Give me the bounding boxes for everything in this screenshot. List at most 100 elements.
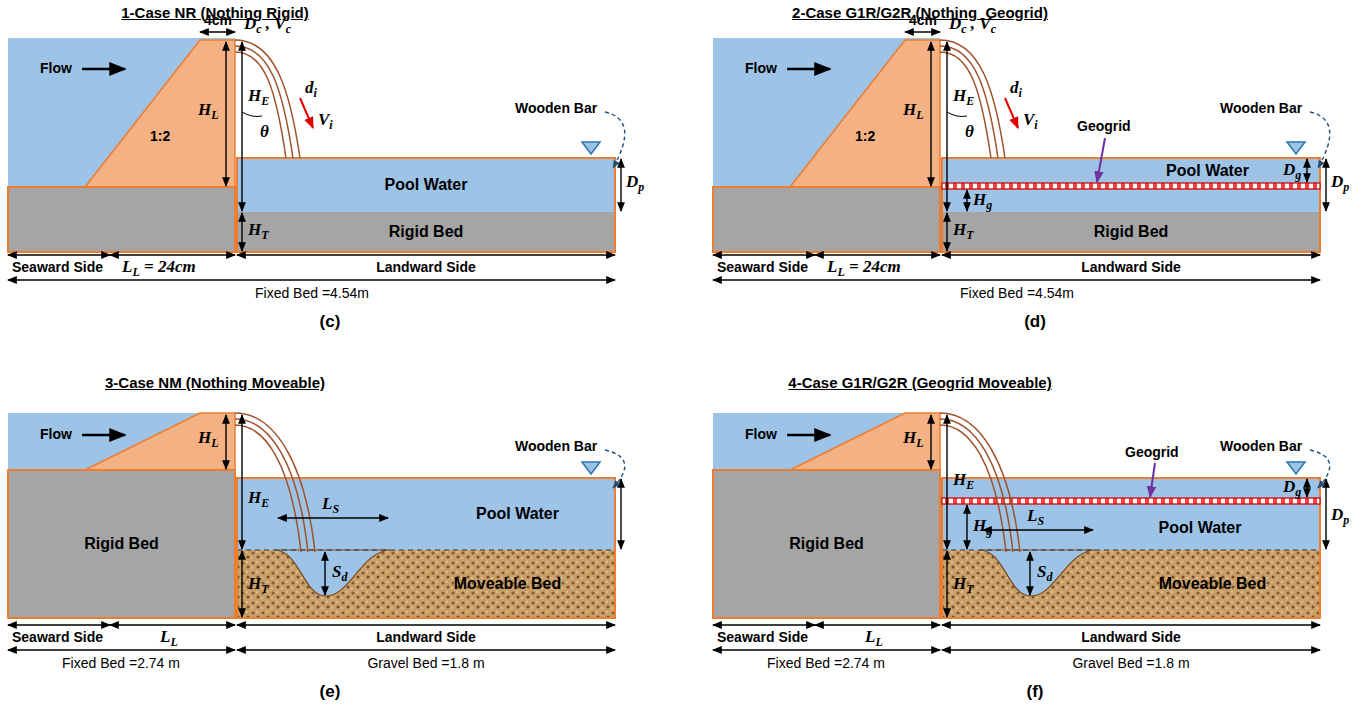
dimension-symbol: di — [1010, 78, 1022, 101]
dimension-symbol: HL — [903, 428, 924, 451]
dimension-symbol: LL = 24cm — [122, 257, 196, 280]
flow-arrow — [787, 68, 830, 71]
dimension-symbol: HE — [248, 488, 269, 511]
subfigure-caption: (d) — [1024, 312, 1046, 332]
rigid-bed — [237, 212, 615, 252]
scour-hole — [980, 550, 1095, 596]
dimension-arrow — [110, 254, 235, 255]
panel-title: 4-Case G1R/G2R (Geogrid Moveable) — [788, 374, 1051, 391]
subfigure-caption: (c) — [320, 312, 341, 332]
dimension-symbol: Dg — [1283, 160, 1301, 183]
annotation-label: Landward Side — [1081, 629, 1181, 645]
dimension-symbol: Dc , Vc — [244, 14, 291, 37]
dimension-arrow — [8, 279, 615, 280]
geogrid-layer — [942, 498, 1320, 504]
annotation-label: 1:2 — [855, 128, 875, 144]
dimension-arrow — [620, 479, 621, 549]
annotation-label: Seaward Side — [12, 259, 103, 275]
landward-outline — [237, 158, 615, 252]
dimension-arrow — [1029, 552, 1030, 595]
dimension-arrow — [815, 254, 940, 255]
annotation-label: Wooden Bar — [1220, 100, 1302, 116]
annotation-label: Flow — [40, 426, 72, 442]
dimension-arrow — [241, 551, 242, 617]
wooden-bar-pointer — [1310, 450, 1330, 488]
annotation-label: Wooden Bar — [515, 100, 597, 116]
dimension-arrow — [200, 31, 235, 32]
geogrid-pointer — [1150, 463, 1155, 497]
case-panel — [8, 413, 625, 650]
dimension-symbol: HT — [953, 220, 974, 243]
length-label: Fixed Bed =4.54m — [960, 285, 1074, 301]
length-label: Gravel Bed =1.8 m — [1072, 655, 1189, 671]
region-label: Rigid Bed — [789, 535, 864, 553]
flow-arrow — [787, 434, 830, 437]
dimension-arrow — [713, 279, 1320, 280]
water-level-symbol — [1287, 142, 1305, 154]
region-band: Rigid Bed — [942, 212, 1320, 252]
dimension-symbol: Dp — [626, 172, 644, 195]
dimension-arrow — [620, 159, 621, 211]
annotation-label: Flow — [745, 60, 777, 76]
region-label: Pool Water — [1166, 162, 1249, 180]
water-level-symbol — [1287, 462, 1305, 474]
dimension-symbol: Hg — [973, 516, 992, 539]
falling-jet — [235, 413, 315, 552]
landward-outline — [942, 478, 1320, 618]
annotation-label: 4cm — [909, 12, 937, 28]
dimension-arrow — [713, 649, 940, 650]
angle-arc — [242, 112, 262, 117]
pool-water — [942, 158, 1320, 212]
dimension-arrow — [983, 529, 1093, 530]
case-panel — [713, 32, 1330, 280]
annotation-label: Geogrid — [1125, 444, 1179, 460]
annotation-label: Landward Side — [376, 629, 476, 645]
dimension-symbol: HL — [198, 428, 219, 451]
dimension-symbol: θ — [965, 122, 974, 142]
dimension-arrow — [237, 649, 615, 650]
subfigure-caption: (f) — [1027, 682, 1044, 702]
geogrid-pointer — [1097, 138, 1105, 182]
dimension-symbol: HL — [903, 100, 924, 123]
region-label: Pool Water — [385, 176, 468, 194]
falling-jet — [940, 46, 998, 158]
seaward-water — [8, 38, 235, 187]
dimension-symbol: Sd — [332, 562, 347, 585]
dimension-arrow — [966, 505, 967, 549]
dimension-symbol: θ — [260, 122, 269, 142]
dimension-arrow — [225, 42, 226, 186]
dimension-symbol: LL — [160, 627, 178, 650]
wooden-bar-pointer — [1310, 112, 1330, 168]
falling-jet — [235, 425, 301, 552]
annotation-label: Seaward Side — [12, 629, 103, 645]
water-level-symbol — [582, 142, 600, 154]
dimension-arrow — [713, 254, 815, 255]
geogrid-layer — [942, 183, 1320, 189]
dimension-arrow — [1325, 479, 1326, 549]
annotation-label: 4cm — [204, 12, 232, 28]
dimension-arrow — [1325, 159, 1326, 211]
annotation-label: Seaward Side — [717, 629, 808, 645]
length-label: Fixed Bed =4.54m — [255, 285, 369, 301]
annotation-label: Wooden Bar — [1220, 438, 1302, 454]
dimension-symbol: Hg — [973, 190, 992, 213]
dimension-arrow — [942, 254, 1320, 255]
gravel-bed — [237, 550, 615, 618]
dimension-arrow — [905, 31, 940, 32]
levee-structure — [790, 40, 940, 187]
dimension-symbol: LL — [865, 627, 883, 650]
dimension-arrow — [930, 415, 931, 469]
subfigure-caption: (e) — [320, 682, 341, 702]
dimension-arrow — [946, 551, 947, 617]
dimension-arrow — [225, 415, 226, 469]
seaward-rigid-bed — [713, 187, 940, 252]
dimension-arrow — [241, 415, 242, 549]
dimension-symbol: Dc , Vc — [949, 14, 996, 37]
dimension-symbol: HT — [953, 574, 974, 597]
dimension-arrow — [966, 190, 967, 211]
dimension-arrow — [8, 624, 110, 625]
annotation-label: Geogrid — [1077, 118, 1131, 134]
levee-structure — [85, 40, 235, 187]
flow-arrow — [82, 434, 125, 437]
initial-bed-level — [237, 550, 615, 551]
